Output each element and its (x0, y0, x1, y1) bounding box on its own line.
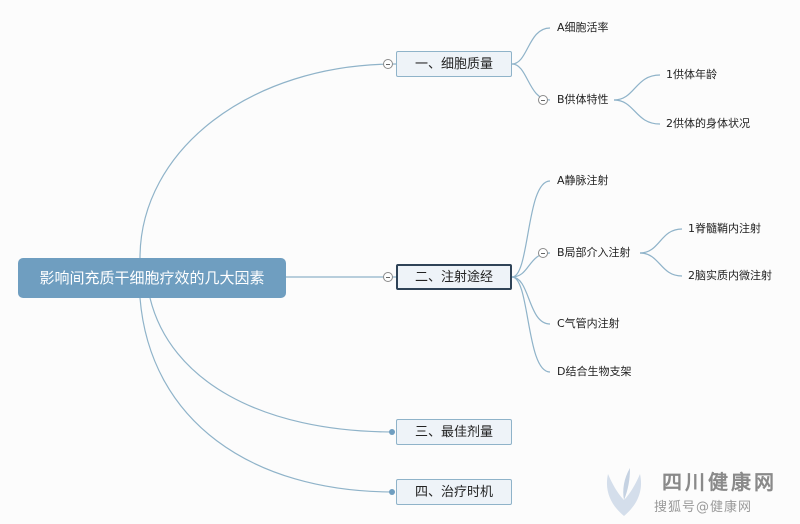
connector-b-2 (613, 99, 661, 125)
watermark-title: 四川健康网 (662, 470, 777, 494)
connector-root-topic3 (149, 297, 395, 433)
leaf-donor-age[interactable]: 1供体年龄 (666, 68, 717, 81)
watermark-subtitle: 搜狐号@健康网 (654, 500, 753, 515)
topic-treatment-timing[interactable]: 四、治疗时机 (396, 479, 512, 505)
root-topic[interactable]: 影响间充质干细胞疗效的几大因素 (18, 258, 286, 298)
connector-lb-2 (639, 252, 683, 277)
phoenix-logo-icon (606, 468, 642, 516)
connector-root-topic4 (139, 297, 395, 493)
leaf-cell-viability[interactable]: A细胞活率 (557, 21, 609, 34)
leaf-intravenous[interactable]: A静脉注射 (557, 174, 609, 187)
connector-t2-d (511, 276, 551, 373)
connector-t1-a (511, 27, 551, 65)
connector-lb-1 (639, 228, 683, 254)
collapse-topic2-icon[interactable] (383, 272, 393, 282)
leaf-intraparenchymal[interactable]: 2脑实质内微注射 (688, 269, 772, 282)
collapse-local-injection-icon[interactable] (538, 248, 548, 258)
collapse-topic1-icon[interactable] (383, 59, 393, 69)
watermark: 四川健康网 搜狐号@健康网 (594, 462, 794, 522)
leaf-intrathecal[interactable]: 1脊髓鞘内注射 (688, 222, 761, 235)
topic-optimal-dose[interactable]: 三、最佳剂量 (396, 419, 512, 445)
expand-topic3-icon[interactable] (389, 429, 395, 435)
leaf-intratracheal[interactable]: C气管内注射 (557, 317, 620, 330)
collapse-donor-icon[interactable] (538, 95, 548, 105)
leaf-donor-health[interactable]: 2供体的身体状况 (666, 117, 750, 130)
topic-injection-route[interactable]: 二、注射途经 (396, 264, 512, 290)
expand-topic4-icon[interactable] (389, 489, 395, 495)
topic-cell-quality[interactable]: 一、细胞质量 (396, 51, 512, 77)
connector-t2-c (511, 276, 551, 325)
connector-t2-a (511, 180, 551, 278)
leaf-local-injection[interactable]: B局部介入注射 (557, 246, 631, 259)
leaf-bio-scaffold[interactable]: D结合生物支架 (557, 365, 632, 378)
connector-b-1 (613, 74, 661, 101)
leaf-donor-traits[interactable]: B供体特性 (557, 93, 609, 106)
connector-root-topic1 (139, 63, 397, 259)
